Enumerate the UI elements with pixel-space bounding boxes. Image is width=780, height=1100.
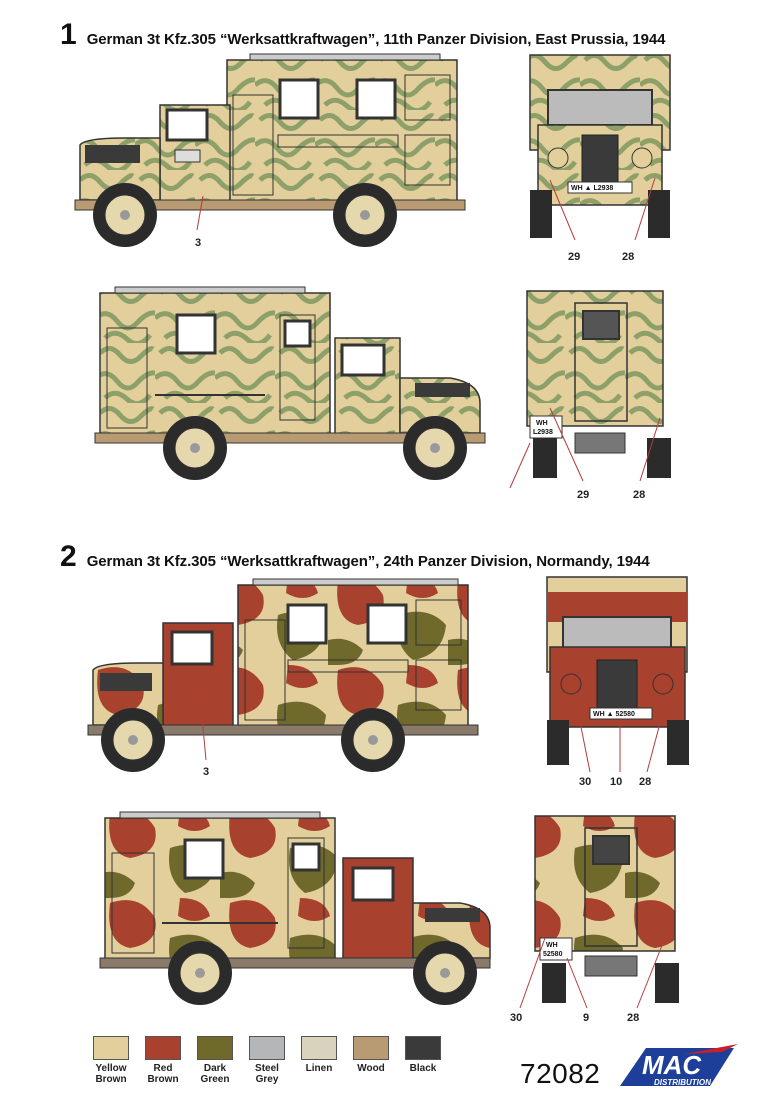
scheme-2-number: 2 (60, 540, 77, 573)
scheme-2-rear-view: WH 52580 30 9 28 (505, 808, 690, 1028)
rear-wheel (333, 183, 397, 247)
label-line2: Green (200, 1074, 230, 1085)
swatch-label: Linen (306, 1063, 333, 1074)
rear-plate-line1: WH (546, 942, 558, 949)
scheme-1-number: 1 (60, 18, 77, 51)
scheme-2-left-side-view: 3 (87, 575, 483, 778)
label-line1: Linen (305, 1063, 333, 1074)
scheme-1-rear-view: WH L2938 29 28 (505, 283, 685, 503)
swatch-dark-green (197, 1036, 233, 1060)
front-plate: WH ▲ 52580 (593, 711, 635, 718)
label-line2: Grey (255, 1074, 279, 1085)
swatch-red-brown (145, 1036, 181, 1060)
logo-subtitle: DISTRIBUTION (654, 1078, 711, 1087)
swatch-linen (301, 1036, 337, 1060)
callout-3: 3 (203, 766, 209, 778)
legend-item: Black (404, 1036, 442, 1085)
callout-10: 10 (610, 776, 622, 788)
callout-28: 28 (622, 251, 634, 263)
rear-plate-line1: WH (536, 420, 548, 427)
scheme-2-heading: 2 German 3t Kfz.305 “Werksattkraftwagen”… (60, 542, 650, 572)
scheme-2-right-side-view (99, 808, 495, 1008)
callout-30-rear: 30 (510, 1012, 522, 1024)
scheme-1-front-view: WH ▲ L2938 29 28 (520, 50, 680, 265)
rear-plate-line2: L2938 (533, 429, 553, 436)
scheme-1-right-side-view (94, 283, 490, 483)
legend-item: Linen (300, 1036, 338, 1085)
label-line1: Black (409, 1063, 437, 1074)
scheme-2-front-view: WH ▲ 52580 30 10 28 (535, 572, 700, 792)
callout-28-rear: 28 (633, 489, 645, 501)
scheme-1-heading: 1 German 3t Kfz.305 “Werksattkraftwagen”… (60, 20, 665, 50)
legend-item: Wood (352, 1036, 390, 1085)
front-wheel (403, 416, 467, 480)
logo-brand: MAC (642, 1050, 702, 1080)
swatch-label: Wood (357, 1063, 385, 1074)
label-line1: Steel (255, 1063, 279, 1074)
callout-30: 30 (579, 776, 591, 788)
front-wheel (101, 708, 165, 772)
scheme-2-title: German 3t Kfz.305 “Werksattkraftwagen”, … (86, 553, 650, 570)
swatch-label: Black (410, 1063, 437, 1074)
label-line2: Brown (147, 1074, 179, 1085)
swatch-wood (353, 1036, 389, 1060)
label-line2: Brown (95, 1074, 127, 1085)
label-line1: Dark (203, 1063, 227, 1074)
callout-28: 28 (639, 776, 651, 788)
rear-plate-line2: 52580 (543, 951, 563, 958)
scheme-1-title: German 3t Kfz.305 “Werksattkraftwagen”, … (86, 31, 666, 48)
catalog-number: 72082 (520, 1058, 601, 1089)
swatch-yellow-brown (93, 1036, 129, 1060)
rear-wheel (168, 941, 232, 1005)
label-line1: Red (153, 1063, 173, 1074)
label-line1: Yellow (95, 1063, 127, 1074)
callout-3: 3 (195, 237, 201, 249)
rear-wheel (163, 416, 227, 480)
callout-29: 29 (568, 251, 580, 263)
mac-distribution-logo: MAC DISTRIBUTION (612, 1040, 742, 1092)
swatch-steel-grey (249, 1036, 285, 1060)
callout-28-rear: 28 (627, 1012, 639, 1024)
front-wheel (93, 183, 157, 247)
label-line1: Wood (357, 1063, 385, 1074)
callout-9-rear: 9 (583, 1012, 589, 1024)
front-wheel (413, 941, 477, 1005)
front-plate: WH ▲ L2938 (571, 185, 613, 192)
swatch-black (405, 1036, 441, 1060)
rear-wheel (341, 708, 405, 772)
scheme-1-left-side-view: 3 (74, 50, 470, 250)
callout-29-rear: 29 (577, 489, 589, 501)
